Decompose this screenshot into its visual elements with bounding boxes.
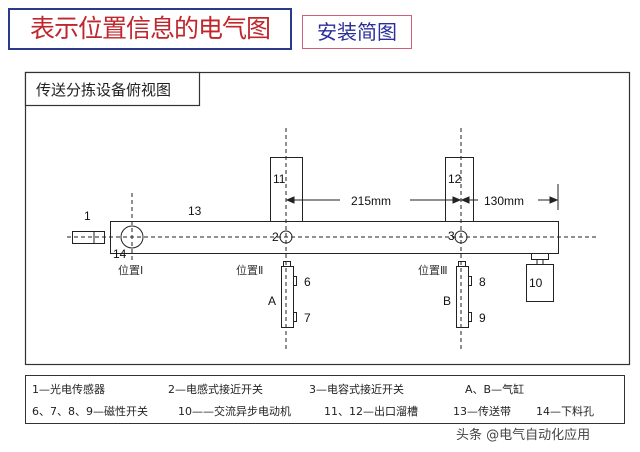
label-hole: 14 <box>113 247 127 261</box>
legend-item: 13—传送带 <box>453 405 511 418</box>
legend-item: 11、12—出口溜槽 <box>324 405 418 418</box>
label-sensor: 1 <box>84 209 91 223</box>
label-cylinder-a: A <box>268 294 276 308</box>
motor-coupling <box>531 253 549 260</box>
cylinder-b-rod <box>458 261 466 267</box>
legend-item: 2—电感式接近开关 <box>168 383 263 396</box>
magnetic-switch-8 <box>468 276 472 286</box>
label-belt: 13 <box>188 204 202 218</box>
magnetic-switch-6 <box>293 276 297 286</box>
legend-item: 6、7、8、9—磁性开关 <box>32 405 148 418</box>
panel-title-box <box>24 71 201 107</box>
watermark: 头条 @电气自动化应用 <box>456 428 591 443</box>
legend-item: 3—电容式接近开关 <box>309 383 404 396</box>
label-chute-11: 11 <box>273 172 286 186</box>
legend-item: 1—光电传感器 <box>32 383 105 396</box>
cylinder-b <box>456 266 469 328</box>
label-switch-8: 8 <box>479 275 486 289</box>
label-position-3: 位置Ⅲ <box>418 263 448 277</box>
legend-item: A、B—气缸 <box>465 383 525 396</box>
subtitle: 安装简图 <box>302 15 412 49</box>
cylinder-a-rod <box>283 261 291 267</box>
legend-box: 1—光电传感器 2—电感式接近开关 3—电容式接近开关 A、B—气缸 6、7、8… <box>25 375 625 424</box>
center-lines <box>67 128 596 352</box>
label-switch-7: 7 <box>304 311 311 325</box>
legend-item: 14—下料孔 <box>536 405 594 418</box>
cylinder-a <box>281 266 294 328</box>
label-switch-3: 3 <box>448 229 455 243</box>
chute-12 <box>445 157 474 222</box>
label-chute-12: 12 <box>448 172 462 186</box>
magnetic-switch-9 <box>468 312 472 322</box>
dimension-lines <box>285 184 559 210</box>
label-motor: 10 <box>529 276 543 290</box>
label-switch-6: 6 <box>304 275 311 289</box>
label-position-2: 位置Ⅱ <box>236 263 263 277</box>
label-switch-2: 2 <box>272 230 279 244</box>
panel-title: 传送分拣设备俯视图 <box>36 81 171 99</box>
main-title: 表示位置信息的电气图 <box>8 8 292 50</box>
magnetic-switch-7 <box>293 312 297 322</box>
dimension-130: 130mm <box>484 194 524 208</box>
motor <box>526 264 554 302</box>
label-position-1: 位置Ⅰ <box>118 263 143 277</box>
label-switch-9: 9 <box>479 311 486 325</box>
chute-11 <box>270 157 303 222</box>
diagram-frame <box>24 71 631 366</box>
legend-item: 10——交流异步电动机 <box>178 405 291 418</box>
dimension-215: 215mm <box>351 194 391 208</box>
label-cylinder-b: B <box>443 294 451 308</box>
